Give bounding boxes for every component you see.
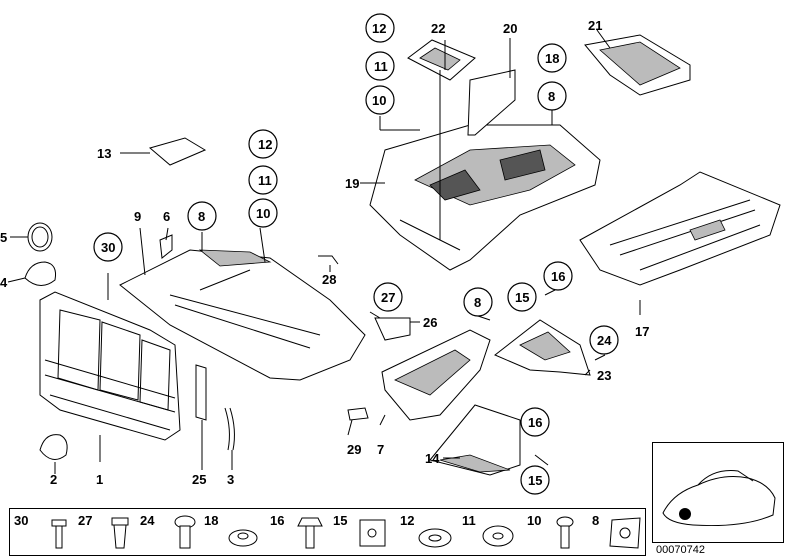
callout-30: 30 (101, 240, 115, 255)
callout-9: 9 (134, 209, 141, 224)
strip-label-16: 16 (270, 513, 285, 528)
push-rivet-icon (51, 519, 67, 549)
image-id: 00070742 (656, 544, 705, 556)
ring-part-5 (27, 222, 53, 252)
callout-10-b: 10 (372, 93, 386, 108)
cap-part-4 (24, 261, 56, 286)
callout-10-a: 10 (256, 206, 270, 221)
strip-label-27: 27 (78, 513, 93, 528)
strip-label-18: 18 (204, 513, 219, 528)
cover-part-13 (148, 137, 207, 166)
callout-24: 24 (597, 333, 612, 348)
shield-part-14 (429, 404, 521, 476)
callout-29: 29 (347, 442, 361, 457)
rear-underbody-panel (369, 124, 601, 271)
callout-22: 22 (431, 21, 445, 36)
callout-20: 20 (503, 21, 517, 36)
strip-label-8: 8 (592, 513, 600, 528)
callout-16-a: 16 (551, 269, 565, 284)
strip-part-25 (195, 364, 207, 421)
panel-part-7 (381, 329, 491, 421)
callout-15-a: 15 (515, 290, 529, 305)
callout-15-b: 15 (528, 473, 542, 488)
callout-8-b: 8 (548, 89, 555, 104)
strip-label-11: 11 (462, 513, 476, 528)
flat-washer-icon (418, 528, 452, 548)
wire-part-28 (318, 255, 339, 265)
clip-part-6 (159, 234, 173, 259)
callout-21: 21 (588, 18, 602, 33)
callout-8-c: 8 (474, 295, 481, 310)
callout-4: 4 (0, 275, 8, 290)
star-washer-icon (482, 525, 514, 547)
strip-label-30: 30 (14, 513, 29, 528)
callout-19: 19 (345, 176, 359, 191)
front-carrier-part (39, 291, 181, 441)
center-underbody-panel (119, 249, 366, 381)
callout-14: 14 (425, 451, 440, 466)
callout-12-b: 12 (372, 21, 386, 36)
fastener-strip (9, 508, 646, 556)
clip-nut-icon (359, 519, 386, 547)
cap-part-2 (39, 434, 68, 460)
clip-icon (111, 517, 129, 549)
strap-part-3 (224, 407, 235, 451)
tray-part-21 (584, 34, 691, 96)
callout-7: 7 (377, 442, 384, 457)
callout-11-b: 11 (374, 59, 388, 74)
callout-5: 5 (0, 230, 7, 245)
washer-icon (228, 529, 258, 547)
car-outline-icon (662, 470, 776, 527)
callout-13: 13 (97, 146, 111, 161)
callout-labels: 12 11 10 8 30 12 11 10 18 8 27 8 16 15 2… (0, 18, 649, 488)
bolt-icon (556, 516, 574, 549)
vehicle-locator-inset (652, 442, 784, 543)
callout-18: 18 (545, 51, 559, 66)
callout-12-a: 12 (258, 137, 272, 152)
fastener-icons (51, 515, 641, 549)
screw-icon (297, 517, 323, 549)
location-marker-icon (679, 508, 691, 520)
callout-3: 3 (227, 472, 234, 487)
strip-label-10: 10 (527, 513, 542, 528)
nut-clip-icon (609, 517, 641, 549)
callout-23: 23 (597, 368, 611, 383)
leader-lines (7, 29, 641, 474)
circled-callouts (93, 13, 619, 495)
strip-label-15: 15 (333, 513, 348, 528)
callout-27: 27 (381, 290, 395, 305)
callout-2: 2 (50, 472, 57, 487)
expanding-rivet-icon (174, 515, 196, 549)
bracket-part-20 (467, 69, 516, 136)
shield-part-23 (494, 319, 591, 376)
callout-8-a: 8 (198, 209, 205, 224)
bracket-part-26 (374, 317, 411, 341)
callout-6: 6 (163, 209, 170, 224)
callout-16-b: 16 (528, 415, 542, 430)
callout-28: 28 (322, 272, 336, 287)
strip-label-24: 24 (140, 513, 155, 528)
strip-label-12: 12 (400, 513, 415, 528)
callout-17: 17 (635, 324, 649, 339)
callout-25: 25 (192, 472, 206, 487)
callout-1: 1 (96, 472, 103, 487)
callout-26: 26 (423, 315, 437, 330)
frame-part-22 (407, 39, 476, 81)
callout-11-a: 11 (258, 173, 272, 188)
clip-part-29 (347, 407, 369, 421)
right-underbody-panel (579, 171, 781, 286)
